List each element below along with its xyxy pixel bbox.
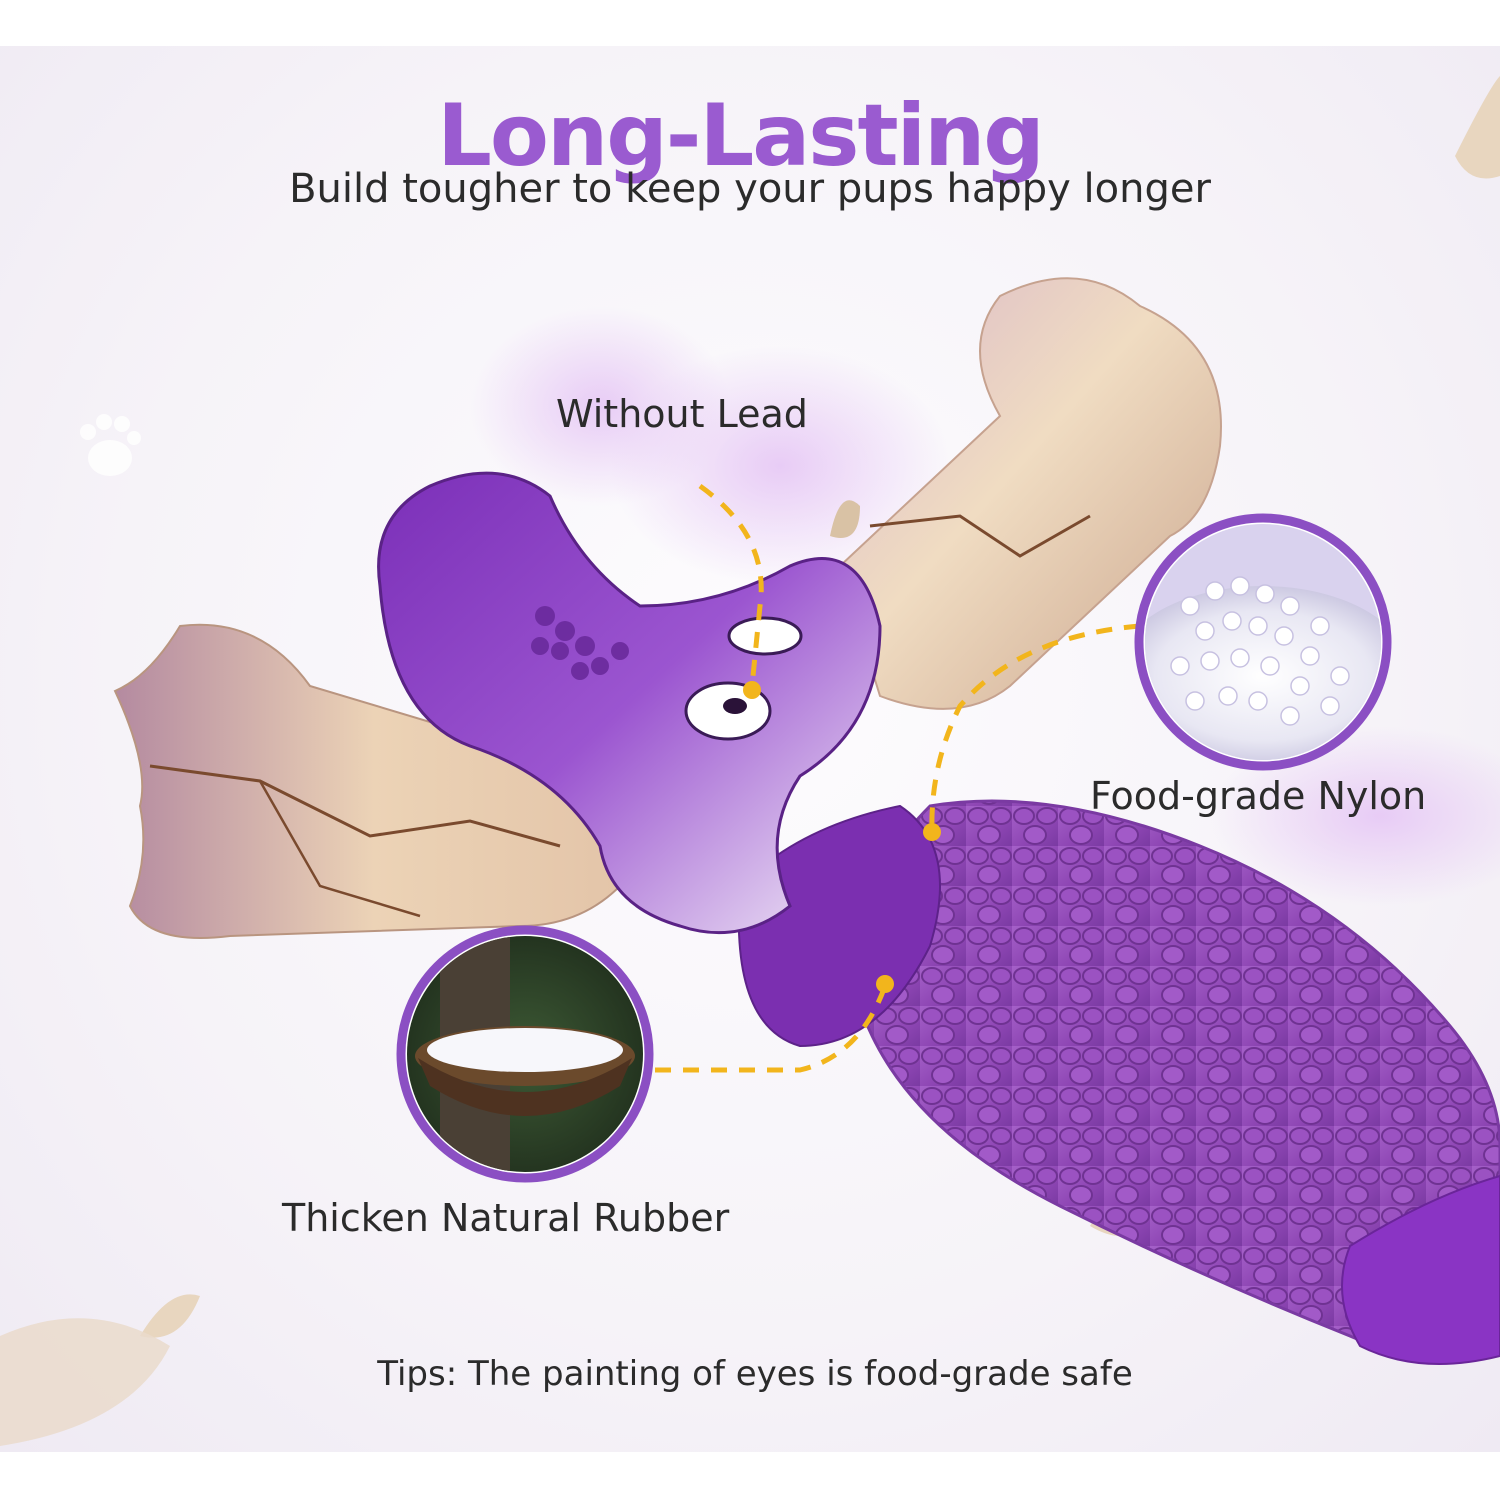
nylon-pellets-inset [1134, 513, 1392, 771]
crumb-fragment [0, 1318, 170, 1446]
toy-head [377, 471, 882, 935]
bone-upper-right [838, 277, 1222, 710]
background-panel: Long-Lasting Build tougher to keep your … [0, 46, 1500, 1452]
crumb-fragment [140, 1294, 200, 1338]
product-illustration [0, 76, 1500, 1446]
bone-crack [869, 514, 1091, 558]
paw-print-icon [80, 414, 141, 476]
tips-note: Tips: The painting of eyes is food-grade… [377, 1354, 1133, 1394]
bone-crack [258, 780, 421, 918]
toy-tail [1341, 1174, 1500, 1365]
callout-dot-nylon [923, 823, 941, 841]
callout-line-rubber [655, 985, 888, 1073]
callout-food-grade-nylon: Food-grade Nylon [1090, 774, 1427, 818]
callout-natural-rubber: Thicken Natural Rubber [282, 1196, 730, 1240]
callout-dot-rubber [876, 975, 894, 993]
crumb-fragment [1455, 76, 1500, 179]
callout-dot-lead [743, 681, 761, 699]
callout-line-nylon [929, 623, 1141, 833]
bone-crack [149, 764, 561, 848]
subtitle: Build tougher to keep your pups happy lo… [289, 166, 1211, 212]
natural-rubber-inset [396, 925, 654, 1183]
crumb-fragment [830, 500, 860, 538]
toy-eye [727, 616, 803, 656]
callout-without-lead: Without Lead [556, 392, 808, 436]
bone-lower-left [113, 623, 634, 939]
background-glow [1210, 726, 1500, 906]
headline: Long-Lasting [437, 86, 1045, 186]
background-glow [610, 346, 950, 586]
toy-head-texture [531, 606, 629, 680]
